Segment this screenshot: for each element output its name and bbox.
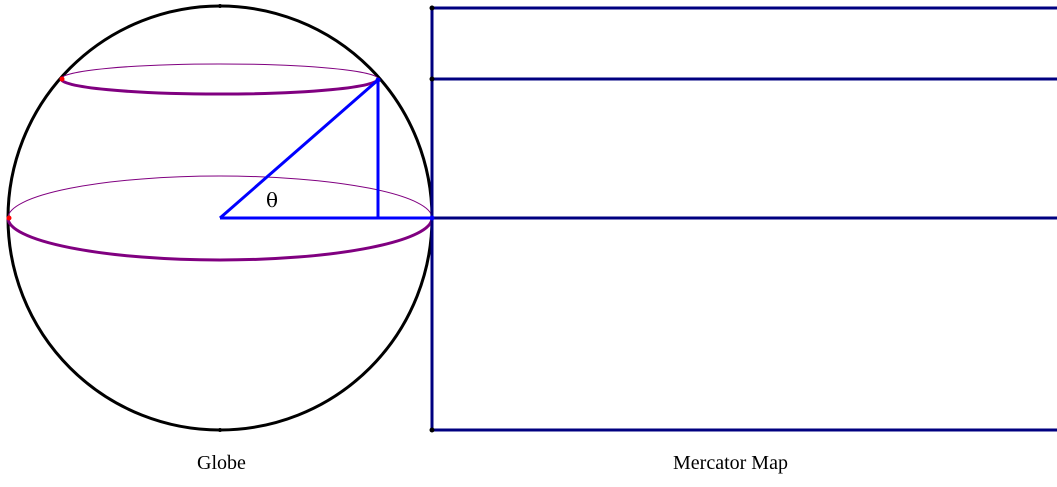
latitude-back-arc <box>60 63 379 80</box>
map-top-left-point <box>429 5 435 11</box>
triangle-hypotenuse <box>219 78 379 220</box>
equator-front-arc <box>6 217 434 262</box>
equator-back-arc <box>7 175 433 219</box>
globe-diagram: θ <box>6 4 434 432</box>
map-equator-left-point <box>429 215 435 221</box>
latitude-right-point <box>375 77 381 83</box>
globe-caption: Globe <box>197 452 246 474</box>
angle-theta-label: θ <box>266 188 278 212</box>
globe-bottom-point <box>218 428 222 432</box>
equator-left-point <box>6 215 12 221</box>
map-latitude-left-point <box>429 76 435 82</box>
latitude-front-arc <box>59 78 380 96</box>
map-bottom-left-point <box>429 427 435 433</box>
globe-top-point <box>218 4 222 8</box>
mercator-map-diagram <box>429 5 1057 433</box>
latitude-left-point <box>59 76 65 82</box>
mercator-map-caption: Mercator Map <box>673 452 788 474</box>
